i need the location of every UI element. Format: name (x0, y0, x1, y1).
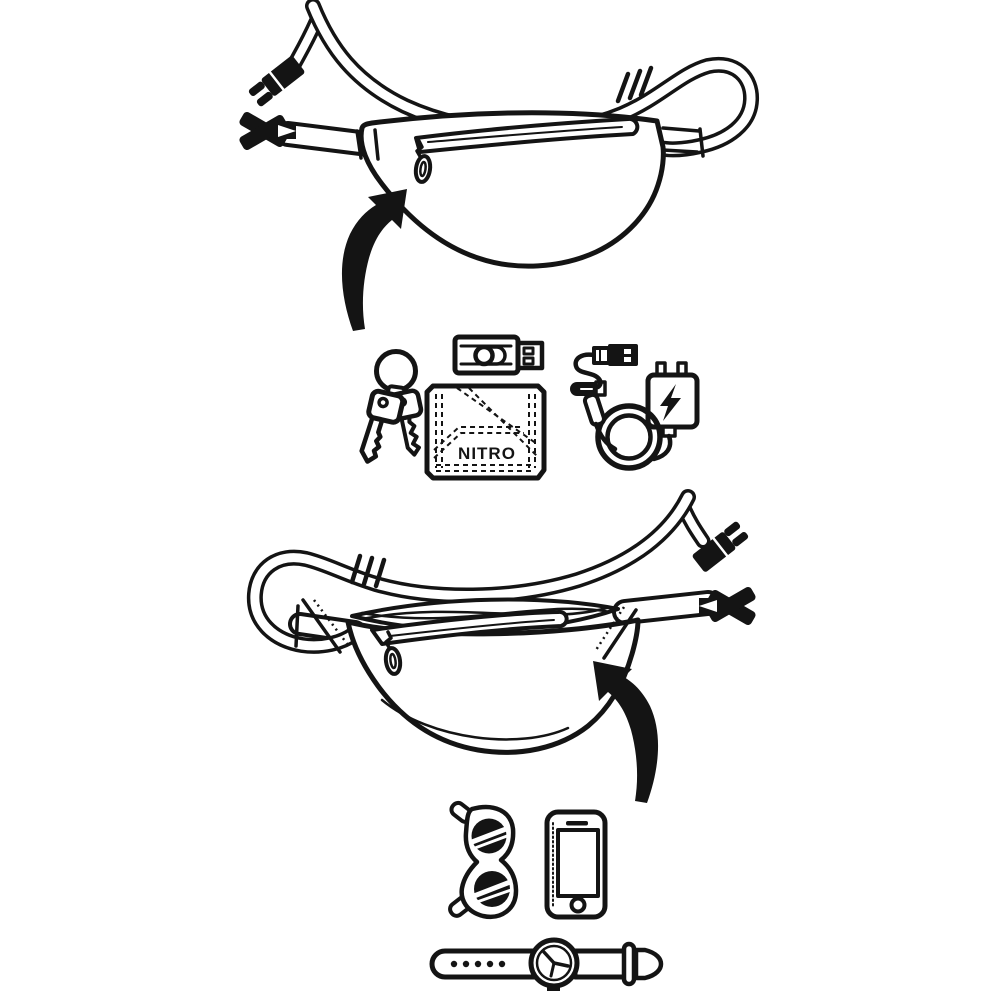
wallet-icon: NITRO (424, 383, 547, 481)
female-buckle-back (699, 586, 756, 626)
male-buckle-back (692, 521, 749, 572)
arrow-up-to-front-bag (341, 189, 407, 331)
zipper-front (413, 116, 640, 184)
keys-icon (359, 349, 424, 464)
usb-cable (570, 344, 638, 397)
coiled-cable (595, 403, 663, 471)
smartphone-icon (544, 809, 608, 920)
sunglasses-icon (448, 800, 519, 920)
charger-and-cable-icon (570, 344, 700, 471)
strap-cap-front (661, 126, 705, 158)
female-buckle-front (239, 111, 296, 151)
wallet-brand-text: NITRO (458, 444, 516, 463)
zipper-back (370, 609, 569, 676)
hip-bag-back-view (246, 489, 756, 755)
male-buckle-front (248, 56, 305, 107)
usb-flash-drive-icon (452, 334, 545, 376)
sunglass-lens (471, 871, 513, 907)
bag-body-back (345, 617, 641, 755)
lightning-bolt-icon (660, 384, 681, 421)
strap-adjuster-front (615, 65, 654, 104)
strap-adjuster-back (349, 553, 387, 589)
arrow-up-to-back-bag (593, 661, 659, 803)
hip-bag-front-view (239, 0, 759, 269)
wristwatch-icon (429, 937, 664, 991)
sunglass-lens (469, 818, 509, 854)
